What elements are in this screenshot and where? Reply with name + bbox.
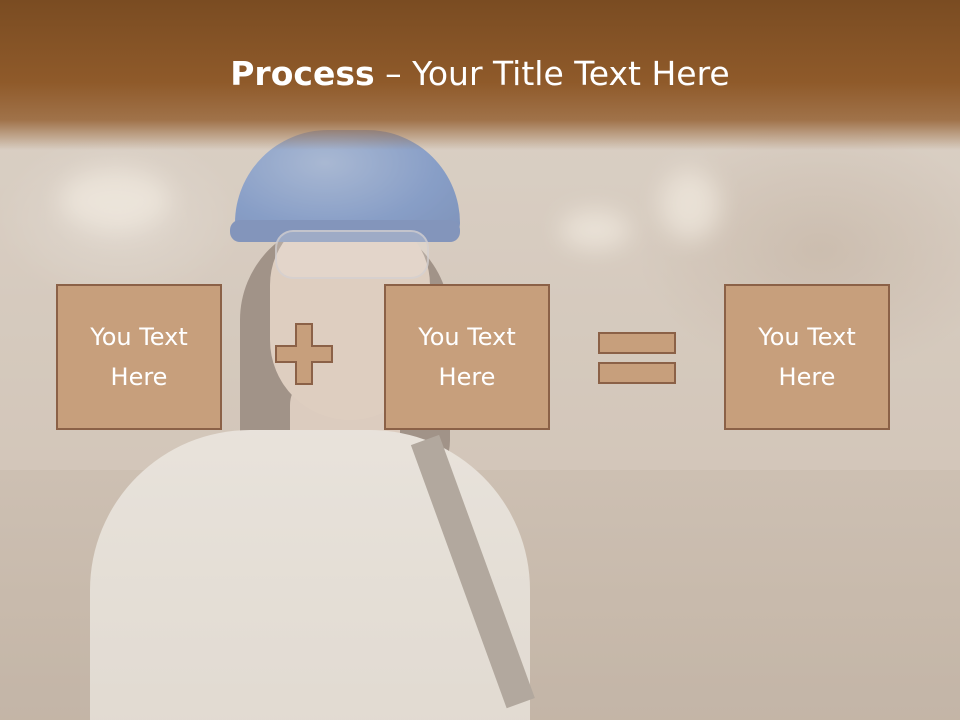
process-box-label: You Text Here bbox=[90, 323, 188, 391]
title-rest: Your Title Text Here bbox=[412, 54, 730, 93]
process-box-1[interactable]: You Text Here bbox=[56, 284, 222, 430]
process-box-3[interactable]: You Text Here bbox=[724, 284, 890, 430]
ceiling-light bbox=[60, 170, 170, 230]
equals-icon bbox=[598, 332, 676, 384]
process-box-label: You Text Here bbox=[758, 323, 856, 391]
plus-icon bbox=[275, 323, 333, 385]
title-separator: – bbox=[374, 54, 413, 93]
process-box-2[interactable]: You Text Here bbox=[384, 284, 550, 430]
slide-title[interactable]: Process – Your Title Text Here bbox=[0, 52, 960, 96]
lab-coat bbox=[90, 430, 530, 720]
process-box-label: You Text Here bbox=[418, 323, 516, 391]
title-bold: Process bbox=[230, 54, 375, 93]
safety-glasses bbox=[275, 230, 429, 279]
ceiling-light bbox=[560, 210, 630, 250]
title-band bbox=[0, 0, 960, 150]
ceiling-light bbox=[660, 170, 720, 240]
